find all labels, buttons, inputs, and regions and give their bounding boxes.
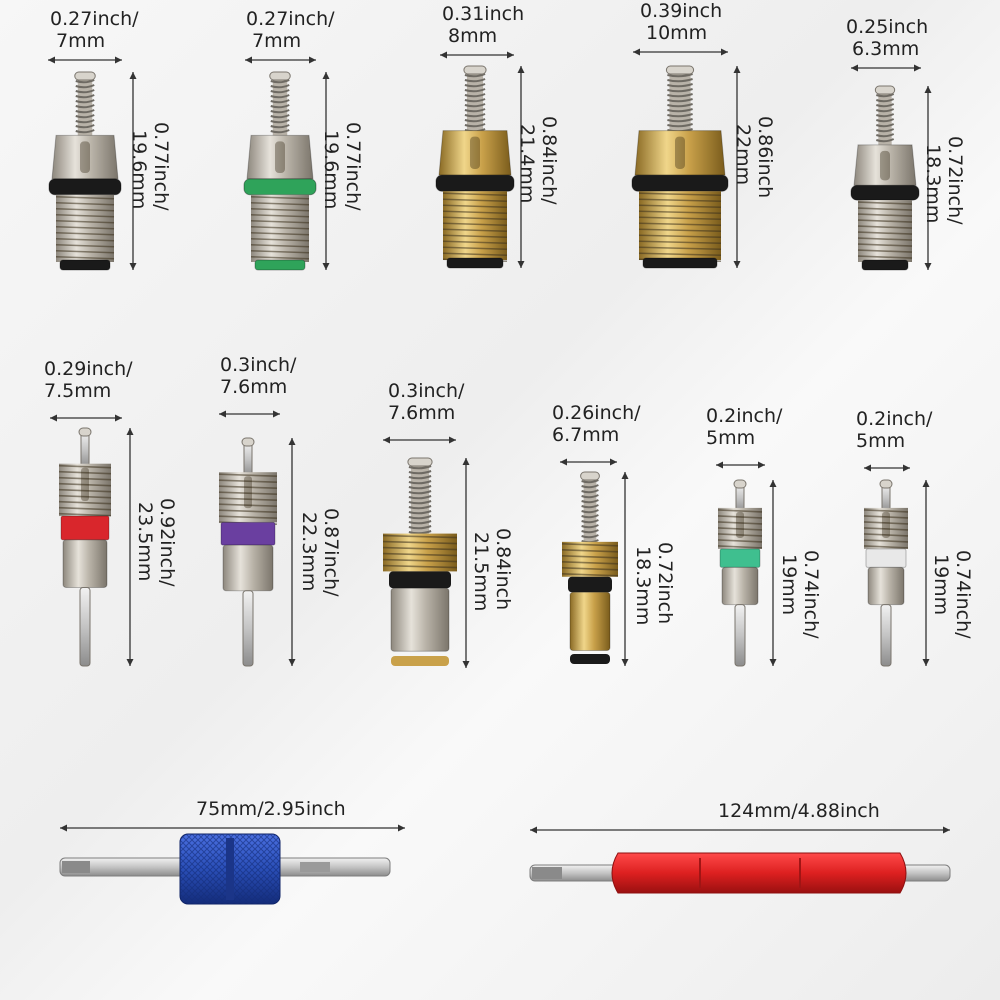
width-mm-label-top-2: 7mm (252, 30, 302, 52)
height-inch-label-bottom-5: 0.74inch/ (800, 550, 822, 639)
valve-core-bottom-3 (382, 457, 458, 666)
width-mm-label-top-1: 7mm (56, 30, 106, 52)
valve-core-top-2 (243, 71, 317, 271)
valve-tool-red (529, 852, 951, 894)
height-mm-label-top-4: 22mm (732, 124, 754, 186)
width-inch-label-top-4: 0.39inch (640, 0, 723, 22)
width-mm-label-bottom-6: 5mm (856, 430, 906, 452)
height-mm-label-top-3: 21.4mm (516, 124, 538, 204)
valve-tool-blue (59, 833, 391, 905)
height-inch-label-top-1: 0.77inch/ (150, 122, 172, 211)
valve-core-top-4 (631, 65, 729, 269)
height-inch-label-top-4: 0.86inch (754, 116, 776, 199)
height-inch-label-top-2: 0.77inch/ (342, 122, 364, 211)
width-inch-label-bottom-3: 0.3inch/ (388, 380, 465, 402)
height-inch-label-bottom-6: 0.74inch/ (952, 550, 974, 639)
valve-core-bottom-2 (218, 437, 278, 667)
width-inch-label-top-2: 0.27inch/ (246, 8, 335, 30)
height-inch-label-bottom-1: 0.92inch/ (156, 498, 178, 587)
height-mm-label-top-2: 19.6mm (320, 130, 342, 210)
valve-core-bottom-1 (58, 427, 112, 667)
height-mm-label-top-5: 18.3mm (922, 144, 944, 224)
width-inch-label-bottom-6: 0.2inch/ (856, 408, 933, 430)
width-mm-label-top-4: 10mm (646, 22, 708, 44)
valve-core-top-3 (435, 65, 515, 269)
height-mm-label-bottom-6: 19mm (930, 554, 952, 616)
valve-core-top-1 (48, 71, 122, 271)
height-mm-label-top-1: 19.6mm (128, 130, 150, 210)
length-label-red-tool: 124mm/4.88inch (718, 800, 880, 822)
width-inch-label-bottom-2: 0.3inch/ (220, 354, 297, 376)
width-mm-label-top-3: 8mm (448, 25, 498, 47)
width-inch-label-top-5: 0.25inch (846, 16, 929, 38)
height-mm-label-bottom-1: 23.5mm (134, 502, 156, 582)
height-inch-label-bottom-2: 0.87inch/ (320, 508, 342, 597)
height-inch-label-bottom-4: 0.72inch (654, 542, 676, 625)
width-inch-label-bottom-4: 0.26inch/ (552, 402, 641, 424)
height-mm-label-bottom-5: 19mm (778, 554, 800, 616)
height-mm-label-bottom-2: 22.3mm (298, 512, 320, 592)
height-inch-label-top-3: 0.84inch/ (538, 116, 560, 205)
valve-core-bottom-4 (561, 471, 619, 664)
valve-core-top-5 (850, 85, 920, 271)
width-mm-label-bottom-5: 5mm (706, 427, 756, 449)
width-inch-label-bottom-5: 0.2inch/ (706, 405, 783, 427)
width-mm-label-bottom-3: 7.6mm (388, 402, 456, 424)
width-inch-label-top-1: 0.27inch/ (50, 8, 139, 30)
height-mm-label-bottom-3: 21.5mm (470, 532, 492, 612)
width-mm-label-bottom-2: 7.6mm (220, 376, 288, 398)
length-label-blue-tool: 75mm/2.95inch (196, 798, 346, 820)
valve-core-bottom-5 (717, 479, 763, 667)
height-inch-label-bottom-3: 0.84inch (492, 528, 514, 611)
height-inch-label-top-5: 0.72inch/ (944, 136, 966, 225)
width-mm-label-top-5: 6.3mm (852, 38, 920, 60)
valve-core-bottom-6 (863, 479, 909, 667)
width-mm-label-bottom-1: 7.5mm (44, 380, 112, 402)
width-inch-label-top-3: 0.31inch (442, 3, 525, 25)
width-mm-label-bottom-4: 6.7mm (552, 424, 620, 446)
height-mm-label-bottom-4: 18.3mm (632, 546, 654, 626)
width-inch-label-bottom-1: 0.29inch/ (44, 358, 133, 380)
